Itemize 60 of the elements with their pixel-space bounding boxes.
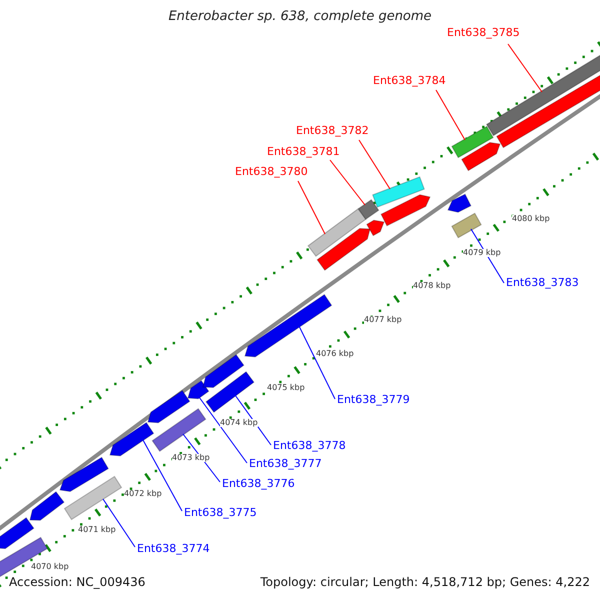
gene-segment [366,220,385,236]
gene-label: Ent638_3775 [184,507,257,518]
gene-bar [358,199,380,220]
gene-label: Ent638_3782 [296,125,369,136]
gene-label: Ent638_3776 [222,478,295,489]
gene-label: Ent638_3783 [506,277,579,288]
gene-bar [307,208,367,257]
gene-segment [187,380,210,400]
gene-segment [59,456,109,492]
leader-line [102,498,136,548]
leader-line [436,90,466,140]
title: Enterobacter sp. 638, complete genome [167,10,433,23]
scale-label: 4076 kbp [316,350,354,358]
gene-segment [109,422,154,456]
gene-bar [372,176,425,208]
gene-label: Ent638_3785 [447,27,520,38]
gene-segment [461,142,501,172]
leader-line [198,396,248,464]
gene-label: Ent638_3784 [373,75,446,86]
gene-label: Ent638_3780 [235,166,308,177]
gene-segment [447,194,472,213]
leader-line [142,440,182,512]
gene-segment [380,194,431,226]
gene-bar [496,74,600,148]
scale-label: 4080 kbp [512,215,550,223]
leader-line [358,140,390,190]
scale-label: 4073 kbp [172,454,210,462]
leader-line [298,326,336,400]
leader-line [182,434,220,482]
leader-line [298,180,326,234]
scale-label: 4079 kbp [463,249,501,257]
leader-line [470,228,504,284]
footer-text: Accession: NC_009436 [9,576,146,588]
scale-label: 4070 kbp [31,563,69,571]
scale-label: 4071 kbp [78,526,116,534]
footer-text: Topology: circular; Length: 4,518,712 bp; Genes: 4,222 [260,576,590,588]
gene-label: Ent638_3779 [337,394,410,405]
gene-label: Ent638_3778 [273,440,346,451]
scale-label: 4077 kbp [364,316,402,324]
gene-segment [29,491,65,521]
gene-bar [152,408,206,452]
gene-bar [486,54,600,136]
gene-bar [64,476,122,520]
gene-label: Ent638_3777 [249,458,322,469]
gene-label: Ent638_3774 [137,543,210,554]
gene-segment [316,228,371,271]
scale-label: 4074 kbp [220,419,258,427]
gene-bar [451,212,482,238]
gene-bar [205,371,255,413]
gene-segment [147,390,190,424]
scale-label: 4075 kbp [267,384,305,392]
gene-bar [451,126,494,158]
scale-label: 4078 kbp [413,282,451,290]
leader-line [234,394,272,446]
gene-segment [202,354,244,388]
leader-line [330,160,366,206]
scale-label: 4072 kbp [124,490,162,498]
gene-label: Ent638_3781 [267,146,340,157]
leader-line [508,44,542,92]
gene-segment [0,517,34,550]
